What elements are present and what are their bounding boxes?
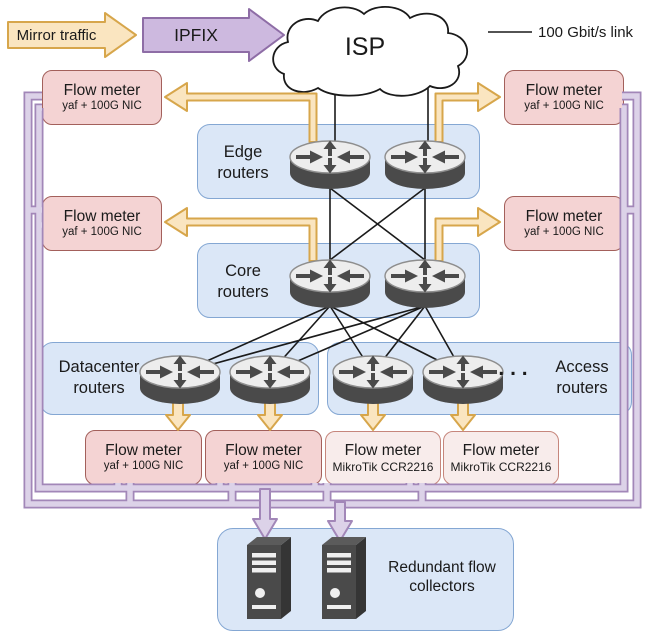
access-routers-ellipsis: . . . xyxy=(498,357,528,380)
mirror-arrow-edge-right-icon xyxy=(434,82,501,143)
mirror-arrow-access-2-icon xyxy=(450,399,476,431)
flow-meter-subtitle: yaf + 100G NIC xyxy=(223,459,304,472)
flow-meter-title: Flow meter xyxy=(63,207,141,225)
flow-meter-subtitle: yaf + 100G NIC xyxy=(62,99,142,112)
ipfix-bus-outlines xyxy=(23,91,642,509)
mirror-arrow-core-left-icon xyxy=(164,207,318,262)
flow-meter-title: Flow meter xyxy=(63,81,141,99)
router-icon xyxy=(332,354,414,405)
flow-meter-access-2: Flow meter MikroTik CCR2216 xyxy=(443,431,559,485)
isp-label: ISP xyxy=(344,33,386,61)
router-icon xyxy=(229,354,311,405)
router-icon xyxy=(384,139,466,190)
flow-meter-datacenter-2: Flow meter yaf + 100G NIC xyxy=(205,430,322,485)
mirror-arrow-access-1-icon xyxy=(360,399,386,431)
flow-meter-access-1: Flow meter MikroTik CCR2216 xyxy=(325,431,441,485)
ipfix-arrow-collector-1-icon xyxy=(252,488,278,540)
mirror-arrow-edge-left-icon xyxy=(164,82,318,143)
isp-cloud xyxy=(272,6,469,97)
flow-meter-subtitle: MikroTik CCR2216 xyxy=(450,459,552,474)
access-routers-label: Access routers xyxy=(555,358,609,397)
ipfix-arrow xyxy=(142,8,285,62)
flow-meter-edge-right: Flow meter yaf + 100G NIC xyxy=(504,70,624,125)
flow-meter-title: Flow meter xyxy=(344,441,422,459)
flow-meter-subtitle: yaf + 100G NIC xyxy=(524,99,604,112)
mirror-traffic-label: Mirror traffic xyxy=(16,27,97,44)
mirror-arrow-datacenter-2-icon xyxy=(257,399,283,431)
flow-meter-title: Flow meter xyxy=(525,207,603,225)
datacenter-routers-label: Datacenter routers xyxy=(58,358,140,397)
flow-meter-edge-left: Flow meter yaf + 100G NIC xyxy=(42,70,162,125)
edge-routers-label: Edge routers xyxy=(217,143,269,182)
ipfix-arrow-collector-2-icon xyxy=(327,501,353,542)
core-routers-label: Core routers xyxy=(217,262,269,301)
server-icon xyxy=(322,537,366,619)
flow-meter-subtitle: MikroTik CCR2216 xyxy=(332,459,434,474)
router-icon xyxy=(384,258,466,309)
flow-meter-title: Flow meter xyxy=(525,81,603,99)
flow-meter-subtitle: yaf + 100G NIC xyxy=(524,225,604,238)
legend-label: 100 Gbit/s link xyxy=(538,24,634,41)
flow-meter-title: Flow meter xyxy=(462,441,540,459)
mirror-arrow-core-right-icon xyxy=(434,207,501,262)
mirror-traffic-arrow xyxy=(7,12,137,58)
flow-meter-core-right: Flow meter yaf + 100G NIC xyxy=(504,196,624,251)
flow-meter-title: Flow meter xyxy=(225,441,302,459)
router-icon xyxy=(289,258,371,309)
flow-meter-core-left: Flow meter yaf + 100G NIC xyxy=(42,196,162,251)
flow-meter-title: Flow meter xyxy=(105,441,182,459)
flow-meter-subtitle: yaf + 100G NIC xyxy=(103,459,184,472)
flow-meter-subtitle: yaf + 100G NIC xyxy=(62,225,142,238)
mirror-arrow-datacenter-1-icon xyxy=(165,399,191,431)
router-icon xyxy=(289,139,371,190)
server-icon xyxy=(247,537,291,619)
collectors-label: Redundant flow collectors xyxy=(388,559,496,596)
ipfix-label: IPFIX xyxy=(174,25,218,45)
